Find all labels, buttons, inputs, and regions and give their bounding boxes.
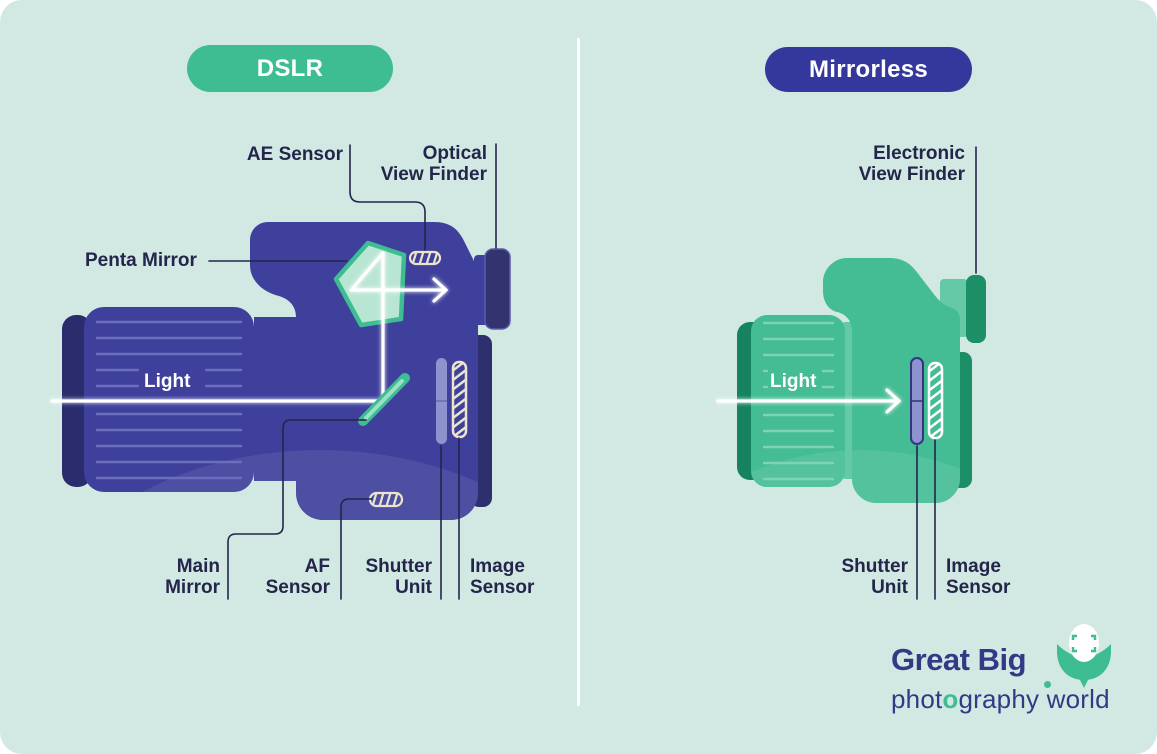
dslr-badge: DSLR [187,45,393,92]
evf-eyepiece-icon [966,275,986,343]
dslr-shutter-unit-icon [436,358,447,444]
dslr-lens-ridges [95,320,243,480]
dslr-camera-illustration [50,222,511,520]
label-shutter-unit-mirrorless: Shutter Unit [841,556,909,598]
mirrorless-shutter-unit-icon [910,357,924,445]
dslr-camera-body [250,222,478,520]
logo-tagline: photography world [891,684,1110,715]
label-light-mirrorless: Light [770,371,817,392]
label-electronic-view-finder: Electronic View Finder [858,143,965,185]
label-light-dslr: Light [144,371,191,392]
penta-mirror-icon [333,240,407,328]
label-image-sensor-mirrorless: Image Sensor [946,556,1011,598]
logo-tagline-post: graphy world [958,684,1110,714]
dslr-highlight [84,450,478,520]
mirrorless-image-sensor-icon [927,361,944,440]
viewfinder-eyepiece-icon [484,248,511,330]
ae-sensor-icon [408,250,442,266]
mirrorless-lens-ridges [762,321,835,481]
mascot-icon [1057,624,1111,688]
logo-wordmark: Great Big [891,642,1027,677]
logo-tagline-pre: phot [891,684,943,714]
label-shutter-unit-dslr: Shutter Unit [365,556,433,598]
main-mirror-icon [358,373,410,426]
label-af-sensor: AF Sensor [265,556,330,598]
connector-lines [208,143,977,600]
light-arrow-icon [716,388,902,414]
light-arrow-icon [50,251,449,403]
label-ae-sensor: AE Sensor [246,144,343,165]
label-main-mirror: Main Mirror [165,556,220,598]
label-optical-view-finder: Optical View Finder [380,143,487,185]
mirrorless-badge: Mirrorless [765,47,972,92]
label-penta-mirror: Penta Mirror [85,250,197,271]
mirrorless-camera-illustration [716,258,986,503]
logo-tagline-accent-o: o [942,684,959,714]
mirrorless-camera-body [823,258,960,503]
label-image-sensor-dslr: Image Sensor [470,556,535,598]
dslr-lens-mount [254,317,300,481]
logo-dot [1044,681,1051,688]
panel-divider [577,38,580,706]
